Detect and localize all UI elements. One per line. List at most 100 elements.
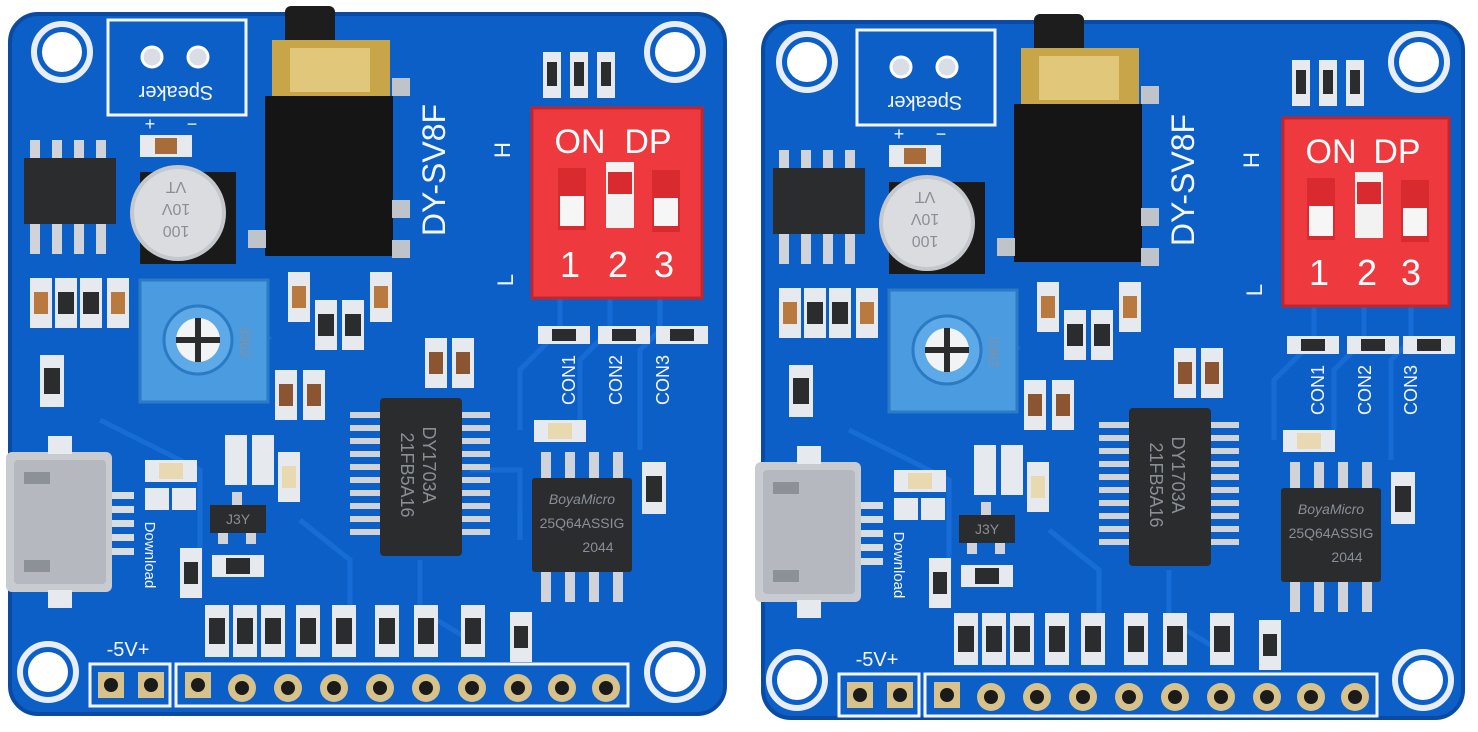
resistor-array-top [543, 52, 615, 98]
mounting-holes [766, 31, 1454, 711]
speaker-pad[interactable] [140, 45, 164, 69]
bottom-resistor-row [205, 605, 485, 657]
dip-dp-label: DP [1373, 133, 1420, 171]
dip-toggle-2[interactable] [606, 162, 634, 228]
dip-number-3: 3 [1401, 252, 1421, 293]
transistor: J3Y [959, 502, 1015, 554]
capacitor-text-10v: 10V [161, 200, 190, 217]
smd-components [30, 135, 666, 662]
flash-chip-line-3: 2044 [582, 539, 613, 555]
speaker-terminal-box [855, 28, 997, 127]
speaker-terminal-box [106, 18, 248, 117]
io-header-outline [174, 662, 630, 708]
dip-on-label: ON [1306, 133, 1357, 171]
flash-chip-line-1: BoyaMicro [549, 491, 615, 507]
speaker-plus-label: + [894, 124, 905, 144]
capacitor-text-vt: VT [915, 188, 936, 205]
con3-label: CON3 [1401, 365, 1421, 415]
speaker-minus-label: − [936, 124, 947, 144]
bottom-resistor-row [954, 613, 1234, 665]
power-header-outline [837, 672, 921, 718]
mounting-holes [17, 21, 706, 703]
dip-dp-label: DP [624, 123, 671, 161]
amplifier-chip [24, 140, 116, 254]
io-header-pins[interactable] [934, 682, 1369, 711]
pcb-edge [8, 12, 727, 716]
con3-label: CON3 [653, 355, 673, 405]
dip-switch[interactable]: ON DP 1 2 3 [530, 106, 704, 300]
speaker-pad[interactable] [186, 45, 210, 69]
main-chip-line-2: 21FB5A16 [397, 432, 417, 517]
con2-label: CON2 [1355, 365, 1375, 415]
potentiometer[interactable]: 3362 [138, 278, 270, 404]
transistor: J3Y [210, 492, 266, 544]
io-header-outline [923, 672, 1379, 718]
main-decoder-chip: DY1703A 21FB5A16 [1099, 408, 1239, 566]
level-h-label: H [490, 142, 515, 158]
micro-usb-port[interactable] [6, 436, 134, 608]
potentiometer-text: 3362 [237, 326, 253, 357]
model-label: DY-SV8F [1165, 114, 1201, 246]
amplifier-chip [773, 150, 865, 264]
audio-jack[interactable] [997, 14, 1159, 266]
dip-number-2: 2 [608, 244, 628, 285]
board-2-drawing: Speaker + − DY-SV8F H L ON DP 1 2 3 [755, 14, 1465, 720]
model-label: DY-SV8F [416, 104, 452, 236]
io-header-pins[interactable] [185, 672, 620, 702]
dip-number-1: 1 [1309, 252, 1329, 293]
power-header-outline [88, 662, 172, 708]
pcb-edge [761, 20, 1465, 720]
electrolytic-capacitor: VT 10V 100 [879, 175, 985, 274]
main-decoder-chip: DY1703A 21FB5A16 [350, 398, 490, 556]
con-resistors [1287, 336, 1455, 354]
speaker-pad[interactable] [889, 55, 913, 79]
download-label: Download [141, 522, 158, 589]
smd-components [779, 145, 1415, 670]
dip-toggle-2[interactable] [1355, 172, 1383, 238]
board-1-drawing: Speaker + − DY-SV8F H L ON DP 1 2 3 [6, 6, 727, 716]
capacitor-text-100: 100 [912, 232, 939, 249]
dip-on-label: ON [555, 123, 606, 161]
transistor-text: J3Y [226, 511, 251, 527]
potentiometer-text: 3362 [986, 336, 1002, 367]
dip-number-3: 3 [654, 244, 674, 285]
power-label: -5V+ [107, 639, 150, 661]
level-h-label: H [1239, 152, 1264, 168]
audio-jack[interactable] [248, 6, 410, 258]
con1-label: CON1 [559, 355, 579, 405]
speaker-label: Speaker [887, 91, 962, 113]
power-header-pins[interactable] [847, 682, 913, 708]
con-resistors [538, 326, 708, 344]
main-chip-line-1: DY1703A [1168, 436, 1188, 513]
speaker-plus-label: + [145, 114, 156, 134]
power-header-pins[interactable] [98, 672, 164, 698]
flash-chip-line-1: BoyaMicro [1298, 501, 1364, 517]
dip-number-1: 1 [560, 244, 580, 285]
dip-number-2: 2 [1357, 252, 1377, 293]
dip-switch[interactable]: ON DP 1 2 3 [1281, 116, 1451, 308]
main-chip-line-1: DY1703A [419, 426, 439, 503]
potentiometer[interactable]: 3362 [887, 288, 1019, 414]
resistor-array-top [1292, 60, 1364, 106]
micro-usb-port[interactable] [755, 446, 883, 618]
capacitor-text-vt: VT [166, 178, 187, 195]
flash-memory-chip: BoyaMicro 25Q64ASSIG 2044 [1281, 462, 1381, 612]
flash-memory-chip: BoyaMicro 25Q64ASSIG 2044 [532, 452, 632, 602]
power-label: -5V+ [856, 649, 899, 671]
flash-chip-line-3: 2044 [1331, 549, 1362, 565]
flash-chip-line-2: 25Q64ASSIG [1289, 525, 1374, 541]
speaker-minus-label: − [187, 114, 198, 134]
electrolytic-capacitor: VT 10V 100 [130, 165, 236, 264]
speaker-label: Speaker [138, 81, 213, 103]
flash-chip-line-2: 25Q64ASSIG [540, 515, 625, 531]
audio-module-board-2: Speaker + − DY-SV8F H L ON DP 1 2 3 [739, 0, 1478, 732]
speaker-pad[interactable] [935, 55, 959, 79]
audio-module-board-1: Speaker + − DY-SV8F H L ON DP 1 2 3 [6, 6, 727, 716]
capacitor-text-10v: 10V [910, 210, 939, 227]
download-label: Download [890, 532, 907, 599]
main-chip-line-2: 21FB5A16 [1146, 442, 1166, 527]
con1-label: CON1 [1308, 365, 1328, 415]
level-l-label: L [493, 274, 518, 286]
transistor-text: J3Y [975, 521, 1000, 537]
con2-label: CON2 [606, 355, 626, 405]
